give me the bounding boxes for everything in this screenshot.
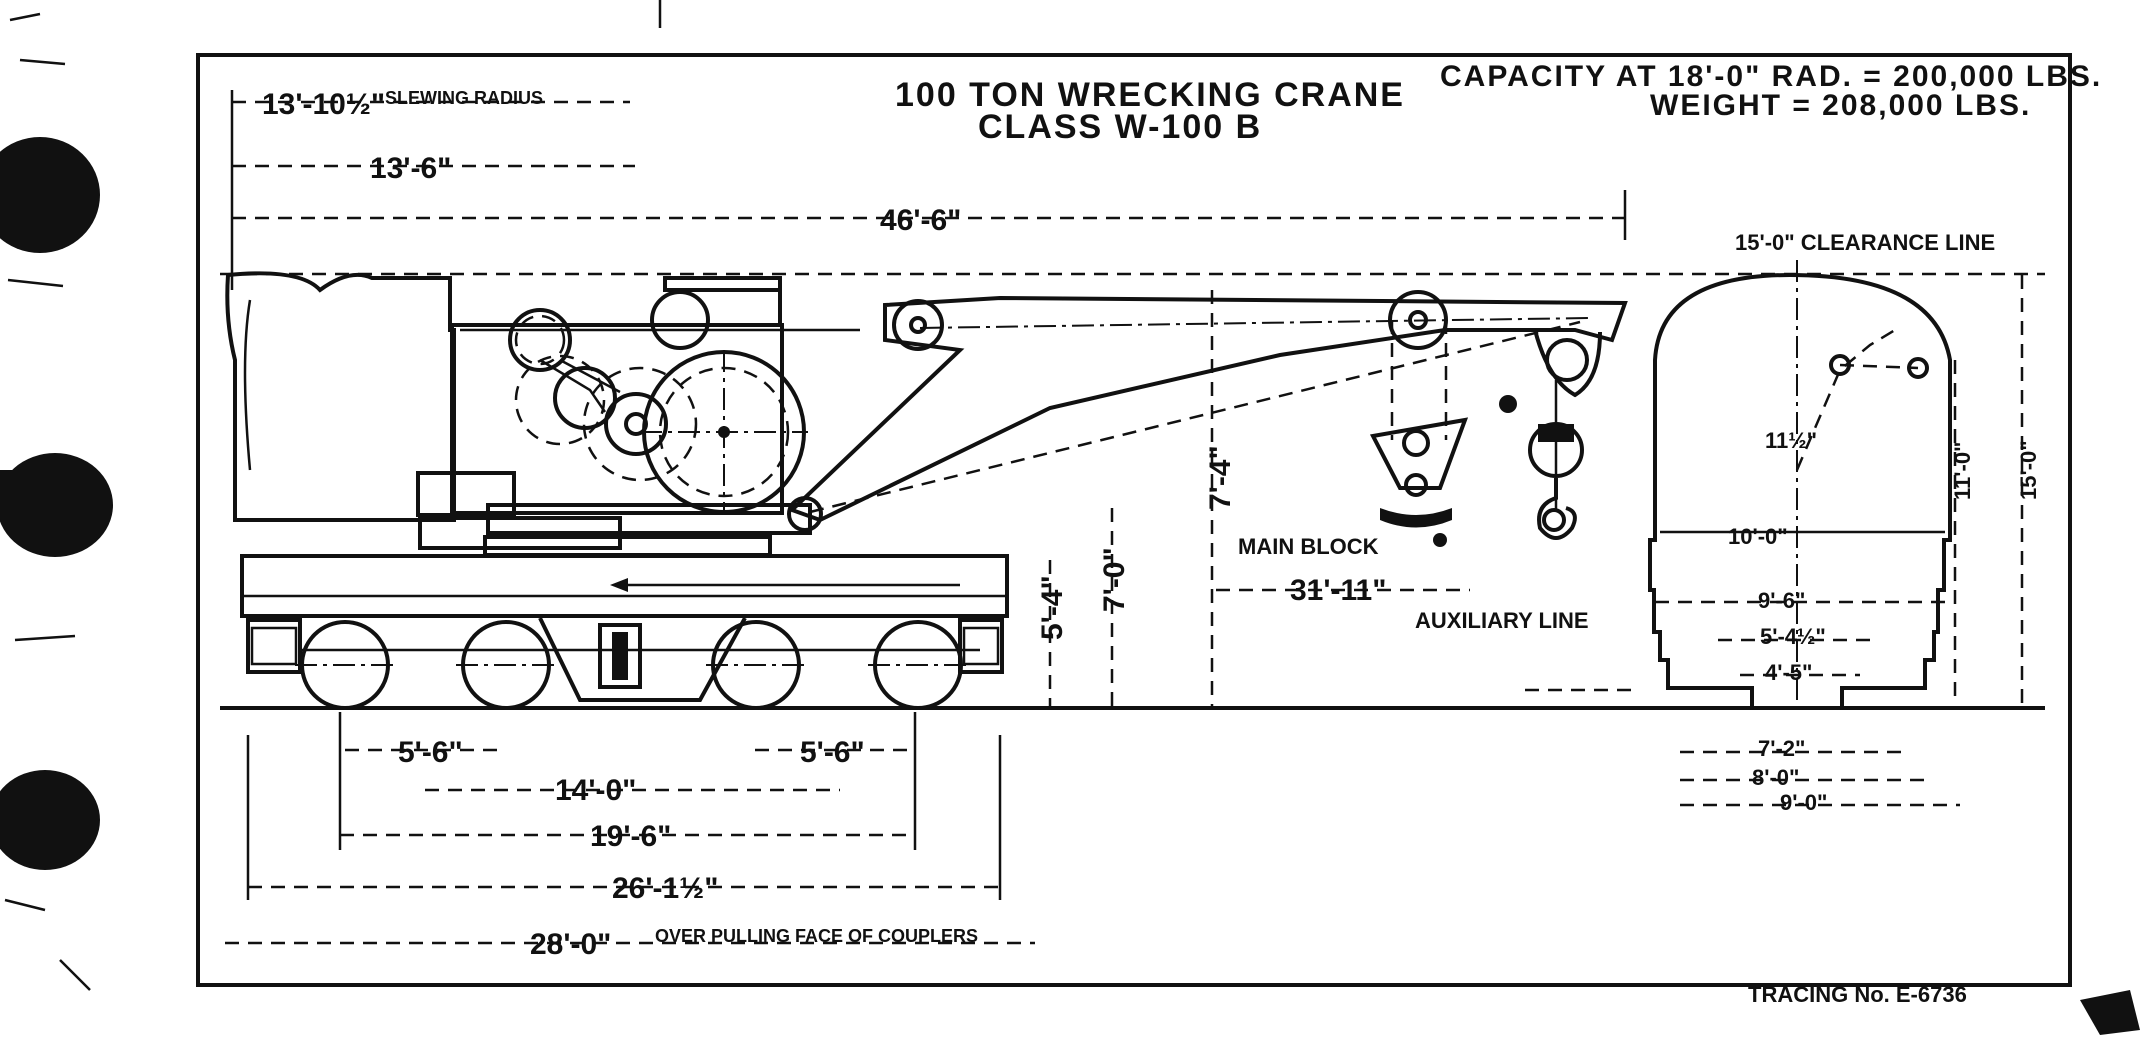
counterweight [225, 271, 456, 522]
clearance-diagram [1648, 260, 1952, 712]
dim-truck-wheelbase-right: 5'-6" [800, 736, 865, 769]
title-line-1: 100 TON WRECKING CRANE [895, 76, 1405, 114]
clr-dim-9-6: 9'-6" [1758, 588, 1805, 613]
gear-upper [508, 308, 572, 372]
clr-dim-5-4: 5'-4½" [1760, 624, 1826, 649]
main-block [1369, 320, 1517, 547]
dim-over-couplers-note: OVER PULLING FACE OF COUPLERS [655, 926, 978, 946]
capacity-spec: CAPACITY AT 18'-0" RAD. = 200,000 LBS. [1440, 60, 2102, 93]
dimension-lines [225, 90, 2024, 945]
auxiliary-hook [1528, 380, 1584, 540]
dim-boom-overall: 46'-6" [880, 204, 961, 237]
drawing-border [196, 53, 2072, 987]
dim-outer-axles: 19'-6" [590, 820, 671, 853]
dim-clearance-line: 15'-0" CLEARANCE LINE [1735, 230, 1995, 255]
clr-dim-8-0: 8'-0" [1752, 765, 1799, 790]
dim-height-7-4: 7'-4" [1204, 445, 1237, 510]
clr-dim-4-5: 4'-5" [1765, 660, 1812, 685]
clr-dim-15-0: 15'-0" [2016, 440, 2041, 500]
dim-height-7-0: 7'-0" [1098, 547, 1131, 612]
dim-truck-wheelbase-left: 5'-6" [398, 736, 463, 769]
boom [787, 290, 1628, 532]
car-deck [240, 554, 1009, 618]
gear-small [604, 392, 668, 456]
dim-rear: 13'-6" [370, 152, 451, 185]
dim-slewing-radius-note: SLEWING RADIUS [385, 88, 543, 108]
clr-dim-7-2: 7'-2" [1758, 736, 1805, 761]
crane-car-body [225, 271, 1009, 618]
dim-over-couplers: 28'-0" [530, 928, 611, 961]
dim-over-end-sills: 26'-1½" [612, 872, 718, 905]
dim-truck-centers: 14'-0" [555, 774, 636, 807]
tracing-number: TRACING No. E-6736 [1748, 982, 1967, 1007]
cab-frame [450, 323, 784, 515]
scan-artifacts [0, 12, 2140, 1035]
title-line-2: CLASS W-100 B [978, 108, 1262, 146]
callout-auxiliary-line: AUXILIARY LINE [1415, 608, 1589, 633]
clr-dim-11-2: 11½" [1765, 428, 1817, 453]
dim-slewing-radius: 13'-10½" [262, 88, 385, 121]
dim-main-block-reach: 31'-11" [1290, 574, 1386, 607]
callout-main-block: MAIN BLOCK [1238, 534, 1379, 559]
clr-dim-9-0: 9'-0" [1780, 790, 1827, 815]
clr-dim-11-0: 11'-0" [1950, 442, 1975, 500]
clr-dim-10-0: 10'-0" [1728, 524, 1788, 549]
weight-spec: WEIGHT = 208,000 LBS. [1650, 89, 2031, 122]
dim-height-5-4: 5'-4" [1036, 575, 1069, 640]
trucks [246, 617, 1004, 710]
